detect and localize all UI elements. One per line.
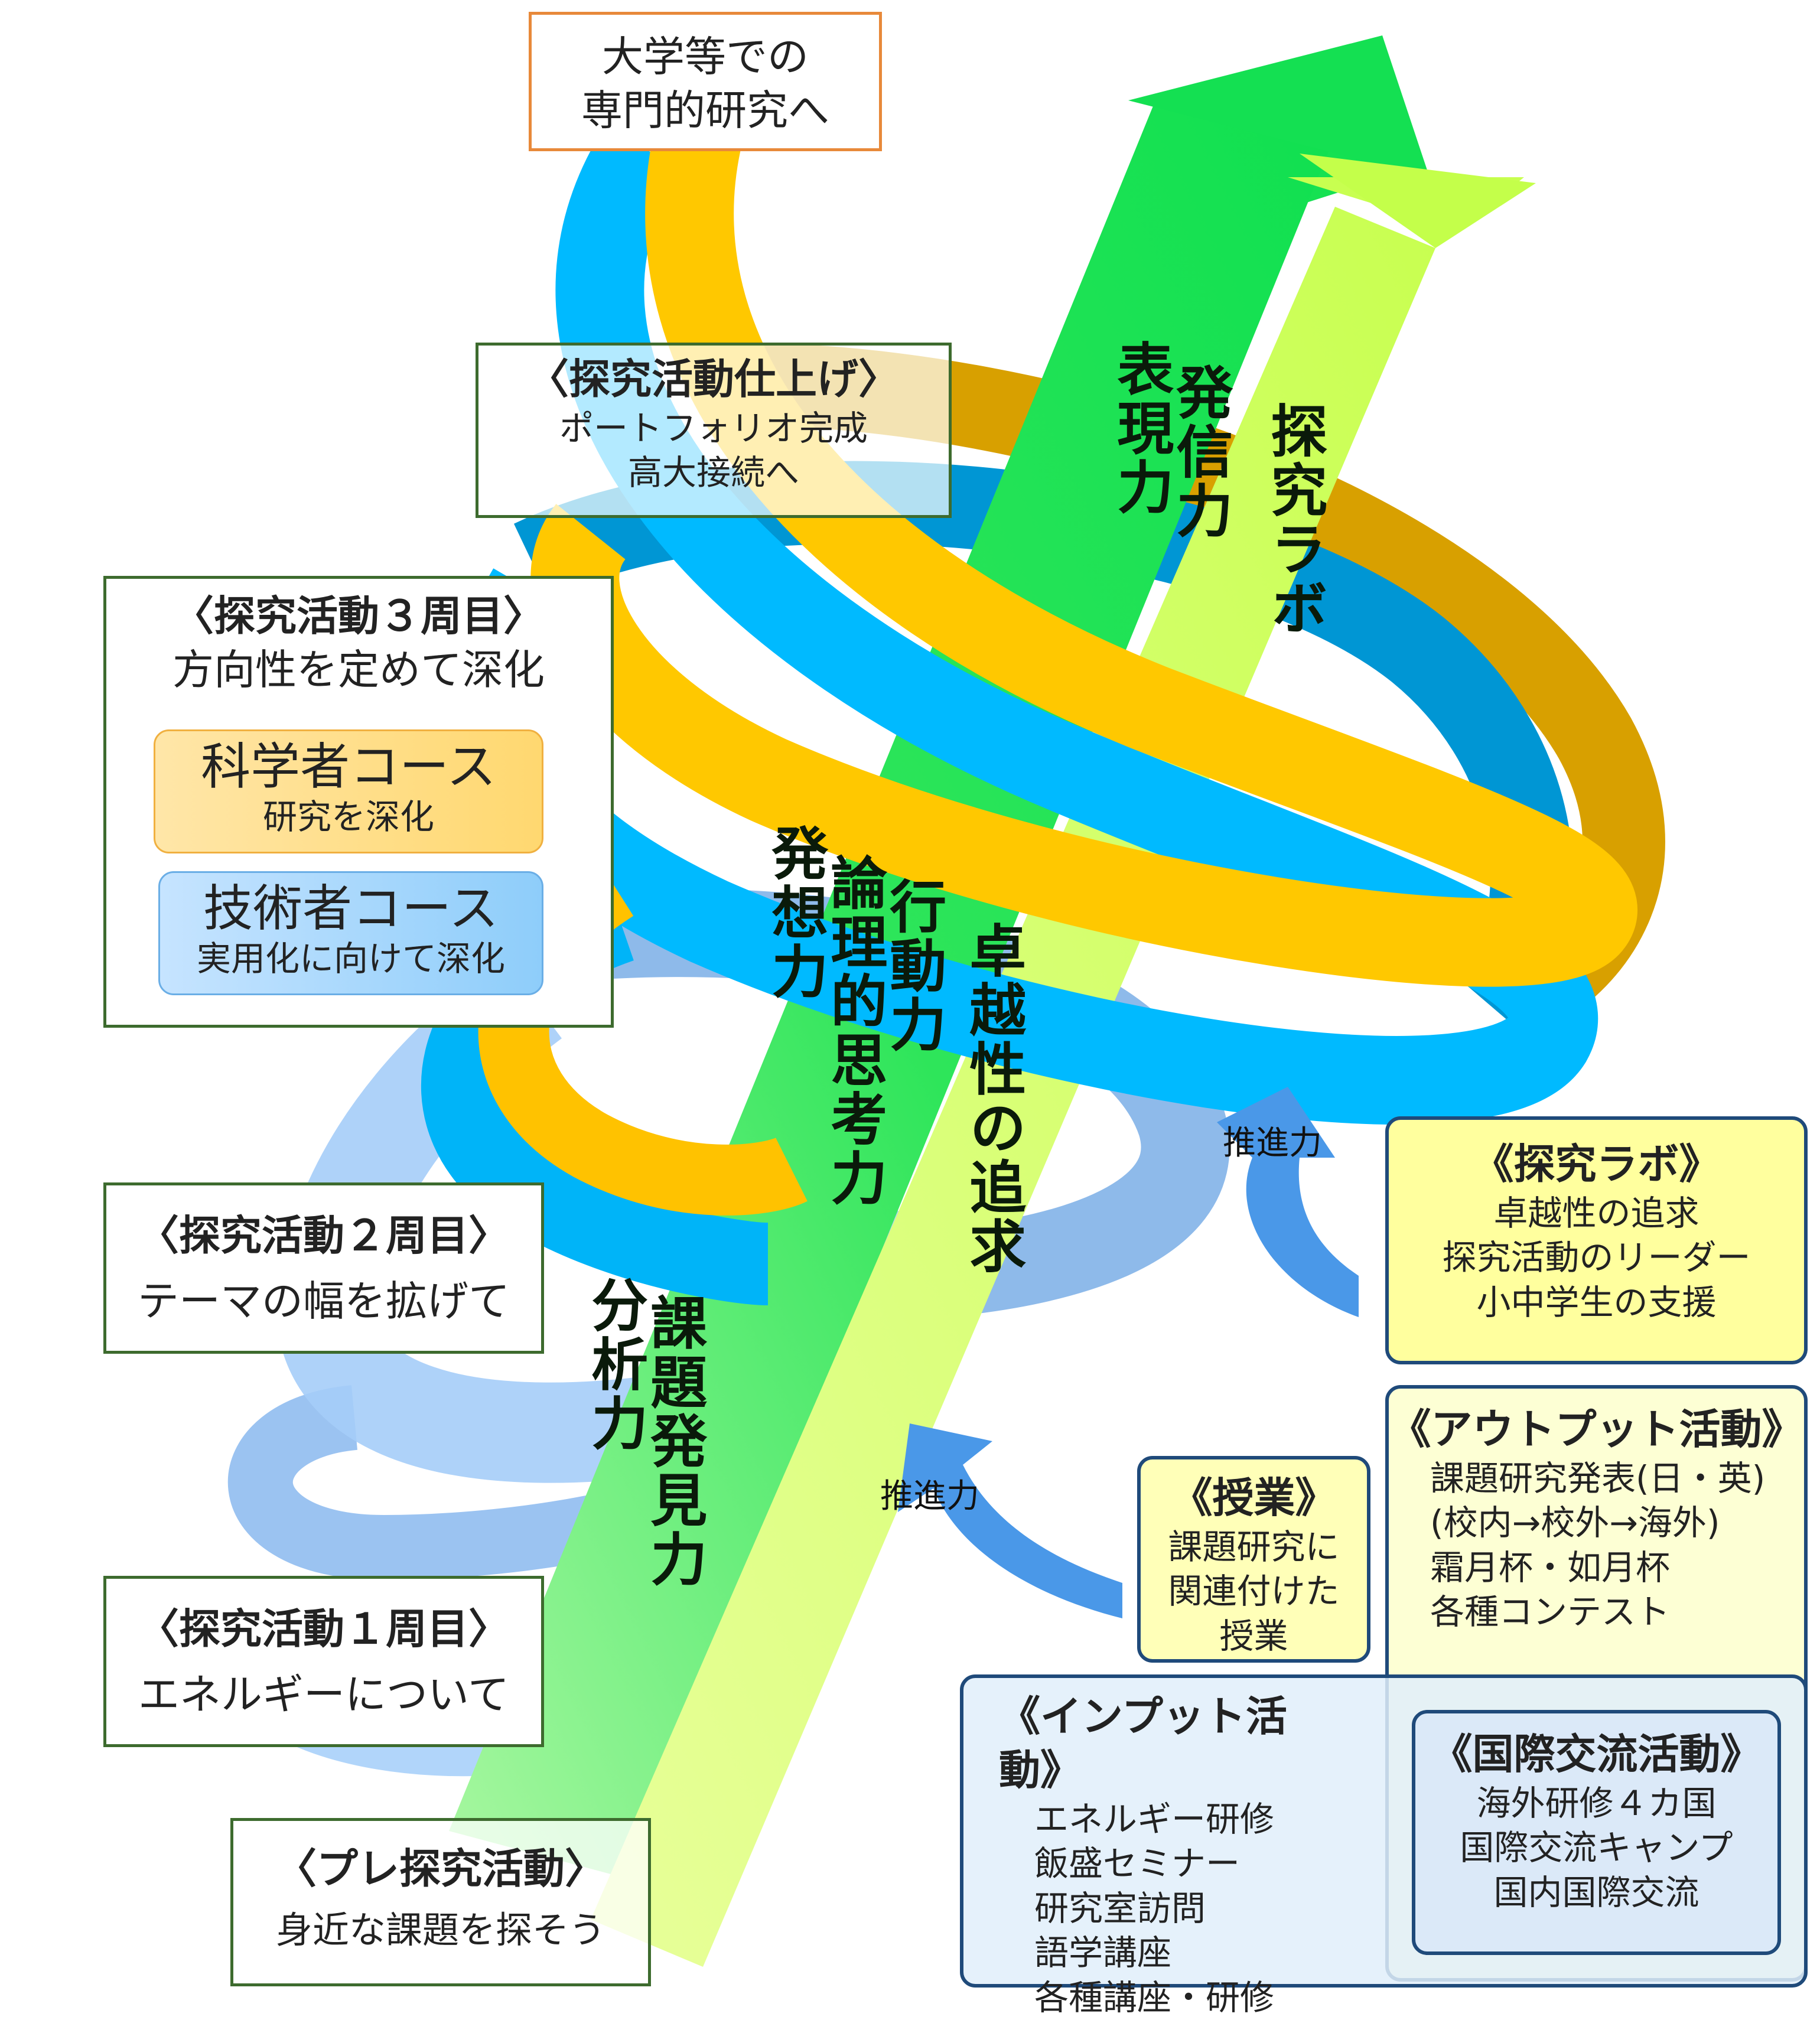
stage-finish-box: 〈探究活動仕上げ〉 ポートフォリオ完成 高大接続へ: [476, 343, 952, 518]
arrow-label-takuetsu: 卓越性の追求: [959, 921, 1026, 1276]
arrow-label-kadai: 課題発見力: [640, 1294, 707, 1589]
panel-intl-item-2: 国際交流キャンプ: [1460, 1827, 1733, 1868]
stage-round3-subtitle: 方向性を定めて深化: [172, 646, 545, 694]
propulsion-lower-arrow: [898, 1423, 1122, 1618]
course-engineer-title: 技術者コース: [203, 879, 499, 937]
propulsion-lower-label: 推進力: [880, 1477, 979, 1516]
stage-round2-box: 〈探究活動２周目〉 テーマの幅を拡げて: [103, 1182, 544, 1354]
arrow-label-ronri: 論理的思考力: [821, 853, 887, 1208]
ring-front-blue: [455, 123, 1598, 1125]
stage-round2-subtitle: テーマの幅を拡げて: [138, 1277, 510, 1325]
panel-lesson-title: 《授業》: [1171, 1474, 1337, 1522]
panel-output-item-1: 課題研究発表(日・英): [1430, 1458, 1766, 1498]
arrow-label-hyogen: 表現力: [1107, 340, 1174, 517]
panel-output-item-3: 霜月杯・如月杯: [1430, 1547, 1671, 1588]
panel-input-col: 《インプット活動》 エネルギー研修 飯盛セミナー 研究室訪問 語学講座 各種講座…: [999, 1690, 1330, 2020]
lime-arrow-head2: [1300, 154, 1536, 248]
panel-lesson-item-3: 授業: [1219, 1615, 1288, 1656]
arrow-label-tankyu-lab: 探究ラボ: [1261, 402, 1327, 638]
panel-input-item-4: 語学講座: [1034, 1933, 1172, 1973]
panel-input-item-3: 研究室訪問: [1034, 1888, 1206, 1928]
lime-arrow: [591, 207, 1435, 1967]
stage-pre-title: 〈プレ探究活動〉: [275, 1845, 606, 1893]
stage-round2-title: 〈探究活動２周目〉: [138, 1211, 510, 1260]
panel-intl-item-1: 海外研修４カ国: [1476, 1783, 1717, 1823]
panel-intl-title: 《国際交流活動》: [1431, 1730, 1762, 1778]
stage-round3-box: 〈探究活動３周目〉 方向性を定めて深化 科学者コース 研究を深化 技術者コース …: [103, 576, 614, 1028]
stage-round1-subtitle: エネルギーについて: [138, 1670, 509, 1719]
panel-lab-item-2: 探究活動のリーダー: [1442, 1237, 1751, 1278]
stage-pre-box: 〈プレ探究活動〉 身近な課題を探そう: [230, 1818, 651, 1986]
arrow-label-hasshin: 発信力: [1166, 363, 1233, 540]
arrow-label-kodo: 行動力: [880, 877, 946, 1054]
panel-input-item-5: 各種講座・研修: [1034, 1977, 1275, 2018]
course-scientist-title: 科学者コース: [201, 738, 496, 796]
panel-intl-item-3: 国内国際交流: [1493, 1872, 1699, 1913]
goal-line1: 大学等での: [602, 32, 809, 81]
panel-input-item-1: エネルギー研修: [1034, 1799, 1275, 1839]
arrow-label-bunseki: 分析力: [581, 1276, 648, 1453]
propulsion-upper-arrow: [1217, 1087, 1359, 1317]
arrow-label-hasso: 発想力: [761, 824, 828, 1001]
panel-lab-item-1: 卓越性の追求: [1493, 1193, 1699, 1233]
course-engineer: 技術者コース 実用化に向けて深化: [158, 871, 543, 995]
course-scientist-desc: 研究を深化: [262, 796, 434, 837]
panel-output-list: 課題研究発表(日・英) (校内→校外→海外) 霜月杯・如月杯 各種コンテスト: [1389, 1457, 1804, 1635]
stage-finish-line1: ポートフォリオ完成: [559, 408, 868, 448]
panel-lesson-item-2: 関連付けた: [1168, 1571, 1340, 1612]
goal-box: 大学等での 専門的研究へ: [529, 12, 882, 151]
panel-input-list: エネルギー研修 飯盛セミナー 研究室訪問 語学講座 各種講座・研修: [999, 1797, 1330, 2020]
panel-input-item-2: 飯盛セミナー: [1034, 1843, 1241, 1884]
panel-output-item-2: (校内→校外→海外): [1430, 1503, 1720, 1543]
course-engineer-desc: 実用化に向けて深化: [196, 938, 505, 979]
panel-lab-item-3: 小中学生の支援: [1476, 1282, 1717, 1322]
stage-round1-title: 〈探究活動１周目〉: [138, 1605, 510, 1653]
panel-intl: 《国際交流活動》 海外研修４カ国 国際交流キャンプ 国内国際交流: [1412, 1710, 1781, 1955]
panel-lesson: 《授業》 課題研究に 関連付けた 授業: [1137, 1456, 1370, 1663]
stage-pre-subtitle: 身近な課題を探そう: [275, 1908, 605, 1951]
green-arrow-head: [1128, 35, 1430, 177]
stage-finish-title: 〈探究活動仕上げ〉: [528, 355, 900, 403]
panel-output-item-4: 各種コンテスト: [1430, 1592, 1671, 1633]
course-scientist: 科学者コース 研究を深化: [154, 729, 543, 853]
panel-lab: 《探究ラボ》 卓越性の追求 探究活動のリーダー 小中学生の支援: [1385, 1116, 1808, 1364]
panel-lab-title: 《探究ラボ》: [1472, 1140, 1721, 1188]
goal-line2: 専門的研究へ: [581, 86, 829, 135]
propulsion-upper-label: 推進力: [1223, 1124, 1322, 1162]
stage-round3-title: 〈探究活動３周目〉: [172, 592, 545, 640]
stage-finish-line2: 高大接続へ: [627, 452, 799, 493]
panel-input-title: 《インプット活動》: [999, 1692, 1287, 1794]
stage-round1-box: 〈探究活動１周目〉 エネルギーについて: [103, 1576, 544, 1747]
panel-output-title: 《アウトプット活動》: [1389, 1405, 1803, 1454]
panel-lesson-item-1: 課題研究に: [1168, 1527, 1340, 1567]
